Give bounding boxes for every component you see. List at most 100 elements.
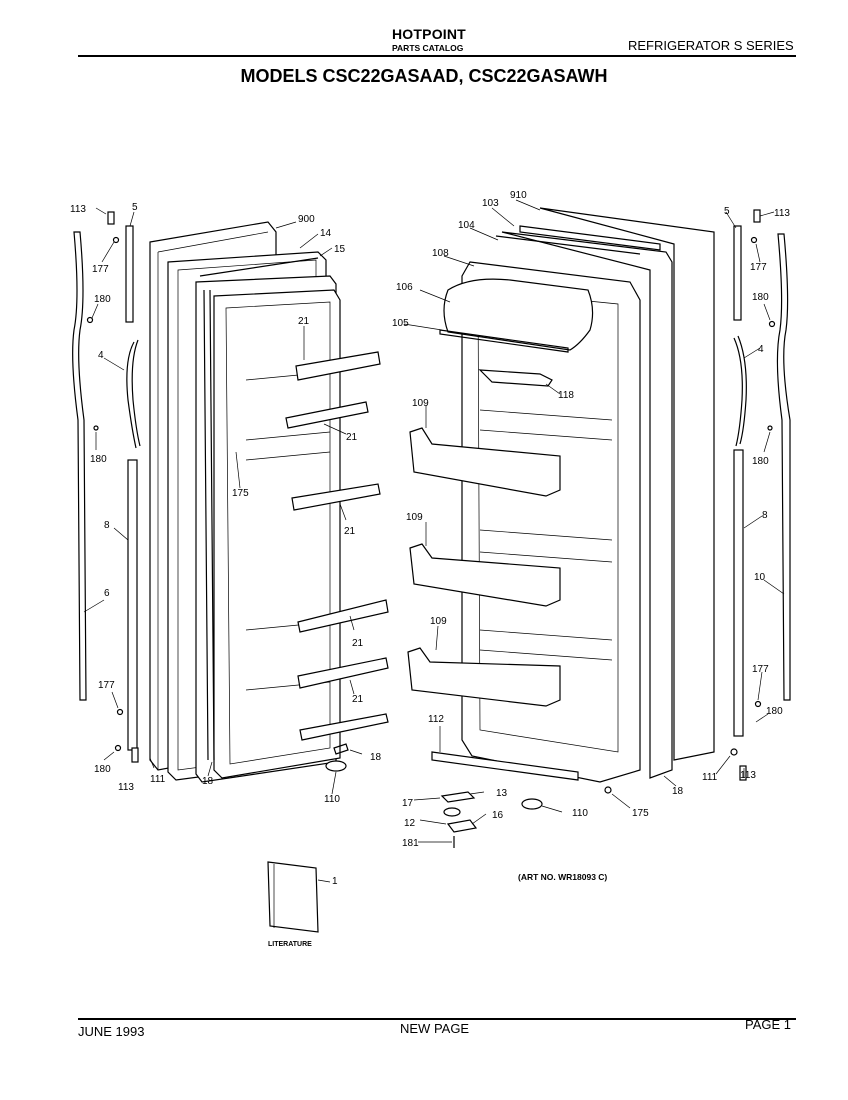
callout-12: 12 [404,818,416,829]
footer-page-number: PAGE 1 [745,1017,792,1032]
header-rule [78,55,796,57]
callout-1: 1 [332,876,338,887]
literature-label: LITERATURE [268,941,312,948]
freezer-liner-inner [225,301,331,765]
dairy-compartment-rim [439,329,569,353]
callout-180-left-mid: 180 [90,454,107,465]
callout-21-second: 21 [346,432,358,443]
callout-15: 15 [334,244,346,255]
callout-21-fifth: 21 [352,694,364,705]
callout-180-right-bottom: 180 [766,706,783,717]
left-bottom-hinge-19 [333,743,349,755]
left-trim-strip-lower [127,459,138,751]
callout-18-left-hinge: 18 [370,752,382,763]
callout-16: 16 [492,810,504,821]
literature-booklet [267,861,319,933]
callout-18-right: 18 [672,786,684,797]
dairy-compartment-door [443,278,594,351]
callout-17: 17 [402,798,414,809]
freezer-side-strip [203,289,215,761]
freezer-door-panel-edge [157,231,269,770]
callout-175-right: 175 [632,808,649,819]
freezer-door-shelves [285,351,389,741]
callout-180-right-mid: 180 [752,456,769,467]
callout-180-left-bottom: 180 [94,764,111,775]
callout-113-left-top: 113 [70,204,86,215]
small-tray [478,369,553,387]
callout-118: 118 [558,390,574,401]
left-handle-trim [72,231,87,701]
footer-rule [78,1018,796,1020]
bottom-trim [431,751,579,781]
callout-109-bottom: 109 [430,616,447,627]
callout-177-left-bottom: 177 [98,680,115,691]
callout-110-left: 110 [324,794,340,805]
callout-8-right: 8 [762,510,768,521]
callout-5-right: 5 [724,206,730,217]
left-trim-strip-upper [125,225,134,323]
callout-leader-lines [83,199,785,883]
callout-109-middle: 109 [406,512,423,523]
callout-10: 10 [754,572,766,583]
left-door-stop [325,760,347,772]
top-trim-104 [495,235,641,255]
callout-112: 112 [428,714,444,725]
footer-date: JUNE 1993 [78,1024,145,1039]
callout-177-right-top: 177 [750,262,767,273]
right-handle-trim [776,233,791,701]
callout-113-right-top: 113 [774,208,790,219]
right-trim-strip-lower [733,449,744,737]
callout-21-fourth: 21 [352,638,364,649]
callout-14: 14 [320,228,332,239]
callout-177-right-bottom: 177 [752,664,769,675]
fresh-food-liner-ridges [479,409,613,661]
parts-catalog-label: PARTS CATALOG [392,43,464,53]
callout-110-right: 110 [572,808,588,819]
series-label: REFRIGERATOR S SERIES [628,38,794,53]
callout-113-left-bottom: 113 [118,782,134,793]
callout-910: 910 [510,190,527,201]
callout-111-left: 111 [150,774,166,785]
callout-104: 104 [458,220,475,231]
callout-18-left-bottom: 18 [202,776,214,787]
fresh-food-door-outer-panel [539,207,715,761]
callout-21-top: 21 [298,316,310,327]
callout-181: 181 [402,838,419,849]
callout-111-right: 111 [702,772,718,783]
top-trim-103 [519,225,661,251]
models-title: MODELS CSC22GASAAD, CSC22GASAWH [240,66,608,86]
right-door-stop [521,798,543,810]
hinge-parts [440,791,478,848]
fresh-food-door-gasket [501,231,673,779]
footer-new-page: NEW PAGE [400,1021,470,1036]
callout-108: 108 [432,248,449,259]
callout-numbers: 113 5 177 180 4 180 8 6 177 180 113 111 … [70,190,790,887]
left-screws [86,211,139,763]
freezer-top-strip [199,257,319,277]
callout-4-right: 4 [758,344,764,355]
callout-180-right-top: 180 [752,292,769,303]
callout-105: 105 [392,318,409,329]
callout-5-left: 5 [132,202,138,213]
art-number: (ART NO. WR18093 C) [518,872,607,882]
callout-113-right-bottom: 113 [740,770,756,781]
right-trim-strip-upper [733,225,742,321]
callout-180-left-top: 180 [94,294,111,305]
brand-name: HOTPOINT [392,26,466,42]
callout-13: 13 [496,788,508,799]
callout-109-top: 109 [412,398,429,409]
callout-8-left: 8 [104,520,110,531]
callout-103: 103 [482,198,499,209]
callout-900: 900 [298,214,315,225]
right-door-handle [733,335,747,447]
freezer-liner-ridges [245,371,331,691]
left-door-handle [126,339,141,449]
callout-4-left: 4 [98,350,104,361]
callout-175-left: 175 [232,488,249,499]
callout-6: 6 [104,588,110,599]
fresh-food-door-bins [407,427,561,707]
callout-177-left-top: 177 [92,264,109,275]
callout-21-third: 21 [344,526,356,537]
callout-106: 106 [396,282,413,293]
